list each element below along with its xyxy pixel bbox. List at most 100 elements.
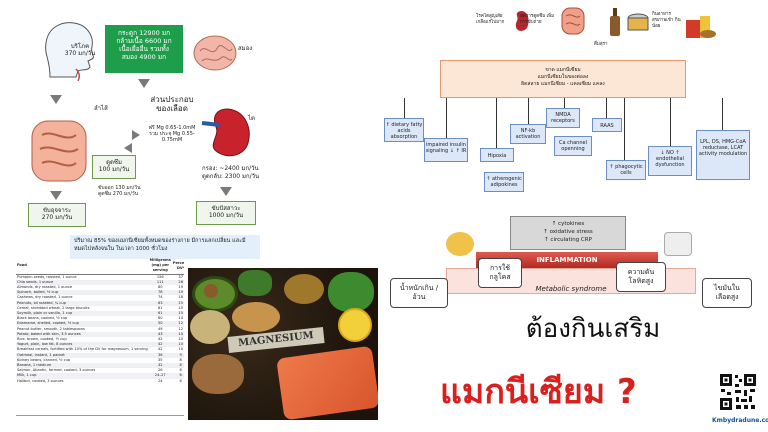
mg-cell: 61	[157, 305, 163, 310]
arrow-head-down	[50, 95, 62, 104]
dv-cell: 26	[171, 279, 184, 286]
bone-muscle-box: กระดูก 12900 มก กล้ามเนื้อ 6600 มก เนื้อ…	[105, 25, 183, 73]
hypertension-line2: โลหิตสูง	[628, 277, 654, 285]
deficiency-line3: ผิดสลาย แมกนีเซียม - แคลเซียม แคลง	[521, 81, 605, 87]
dv-cell: 37	[178, 274, 183, 279]
dv-cell: 15	[178, 305, 183, 310]
feces-label: ขับอุจจาระ	[42, 207, 72, 214]
absorb-value: 100 มก/วัน	[98, 166, 130, 173]
table-row: Black beans, cooked, ½ cup 60 14	[16, 316, 184, 321]
mg-cell: 63	[148, 300, 172, 306]
intake-value: 370 มก/วัน	[64, 50, 96, 57]
feces-box: ขับอุจจาระ 270 มก/วัน	[28, 203, 86, 227]
feces-value: 270 มก/วัน	[41, 214, 73, 221]
canned-food-icon	[627, 13, 649, 31]
food-name-cell: Cereal, shredded wheat, 2 large biscuits	[17, 305, 90, 310]
food-name-cell: Peanuts, oil roasted, ¼ cup	[16, 300, 149, 306]
kidney-label: ไต	[248, 115, 255, 122]
bottle-icon	[610, 8, 620, 36]
intestine-small-icon	[561, 7, 585, 35]
icon-label-diet: กินอาหาร สุขภาพเข้า กินน้อย	[652, 12, 681, 29]
food-name-cell: Peanut butter, smooth, 2 tablespoons	[17, 326, 85, 331]
dv-cell: 10	[178, 347, 183, 352]
arrow-bone-down	[138, 79, 150, 88]
blood-box: ส่วนประกอบ ของเลือด ฟรี Mg 0.65-1.0mM รว…	[142, 95, 202, 151]
outcome-hypertension: ความดัน โลหิตสูง	[616, 262, 666, 292]
box-nfkb: NF-kb activation	[510, 124, 546, 144]
magnesium-deficiency-box: ขาด แมกนีเซียม แมกนีเซียมในของต่อลง ผิดส…	[440, 60, 686, 98]
food-pile-icon	[446, 232, 474, 256]
food-name-cell: Kidney beans, canned, ½ cup	[17, 357, 71, 362]
box-hipoxia: Hipoxia	[480, 148, 514, 162]
obesity-line1: น้ำหนักเกิน /	[399, 284, 439, 292]
food-name-cell: Potato, baked with skin, 3.5 ounces	[16, 331, 149, 338]
food-name-cell: Breakfast cereals, fortified with 10% of…	[17, 347, 148, 352]
arrow-urine-down	[220, 187, 232, 196]
spinach	[328, 272, 374, 312]
absorb-box: ดูดซึม 100 มก/วัน	[92, 155, 136, 179]
mg-cell: 24	[157, 378, 163, 383]
beans	[190, 310, 230, 344]
dv-cell: 9	[171, 352, 184, 358]
cytokines-box: ↑ cytokines ↑ oxidative stress ↑ circula…	[510, 216, 626, 250]
dv-cell: 6	[179, 368, 182, 373]
dv-cell: 8	[171, 363, 184, 369]
cytokines-line2: ↑ oxidative stress	[543, 229, 593, 235]
mg-cell: 36	[148, 352, 172, 358]
head-icon	[45, 22, 94, 81]
avocado-pit	[204, 284, 218, 298]
header-mg: Milligrams (mg) per serving	[149, 258, 171, 273]
food-name-cell: Soymilk, plain or vanilla, 1 cup	[16, 311, 149, 317]
broccoli	[238, 270, 272, 296]
mg-cell: 60	[157, 316, 163, 321]
bone-line3: เนื้อเยื่ออื่น รวมทั้ง	[119, 45, 169, 53]
cytokines-line1: ↑ cytokines	[551, 221, 585, 227]
food-name-cell: Edamame, shelled, cooked, ½ cup	[16, 321, 149, 327]
sugar-icon	[664, 232, 692, 256]
box-raas: RAAS	[592, 118, 622, 132]
mg-cell: 78	[148, 290, 172, 296]
intestine-label: ลำไส้	[94, 105, 108, 112]
food-name-cell: Almonds, dry roasted, 1 ounce	[17, 285, 73, 290]
fast-food-icon	[686, 16, 716, 38]
dv-cell: 14	[178, 316, 183, 321]
bone-line1: กระดูก 12900 มก	[117, 29, 171, 37]
urine-label: ขับปัสสาวะ	[211, 205, 241, 212]
arrow-to-intestine	[124, 143, 132, 153]
box-insulin: impaired insulin signaling ↓ ↑ IR	[424, 138, 468, 162]
website-link[interactable]: Kmbydradune.com	[712, 417, 768, 424]
qr-code-icon[interactable]	[718, 372, 758, 412]
brain-icon	[193, 35, 237, 71]
glucose-line2: กลูโคส	[489, 273, 511, 281]
outcome-glucose: การใช้ กลูโคส	[478, 258, 522, 288]
magnesium-food-table: Food Milligrams (mg) per serving Percent…	[16, 258, 184, 416]
intestine-icon	[31, 120, 87, 182]
box-phagocytic: ↑ phagocytic cells	[606, 160, 646, 180]
dv-cell: 6	[179, 378, 182, 383]
dv-cell: 12	[171, 321, 184, 327]
mg-cell: 42	[157, 347, 163, 352]
headline-line2: แมกนีเซียม ?	[440, 372, 637, 412]
mg-cell: 24–27	[148, 373, 172, 379]
dv-cell: 6	[171, 373, 184, 379]
icon-label-alcohol: ดื่มสุรา	[594, 42, 608, 47]
arrow-to-blood	[132, 130, 140, 140]
icon-label-intestine: ลดการดูดซึม เพิ่มการขับถ่าย	[520, 14, 555, 25]
table-row: Cereal, shredded wheat, 2 large biscuits…	[16, 306, 184, 311]
absorb-secrete: ขับออก 130 มก/วัน	[98, 185, 141, 191]
food-name-cell: Black beans, cooked, ½ cup	[17, 316, 68, 321]
absorb-label: ดูดซึม	[106, 159, 122, 166]
obesity-line2: อ้วน	[412, 293, 426, 301]
kidney-filter: กรอง: ~2400 มก/วัน	[202, 165, 259, 172]
food-name-cell: Salmon, Atlantic, farmed, cooked, 3 ounc…	[17, 368, 96, 373]
kidney-small-icon	[515, 11, 529, 31]
dv-cell: 12	[178, 326, 183, 331]
